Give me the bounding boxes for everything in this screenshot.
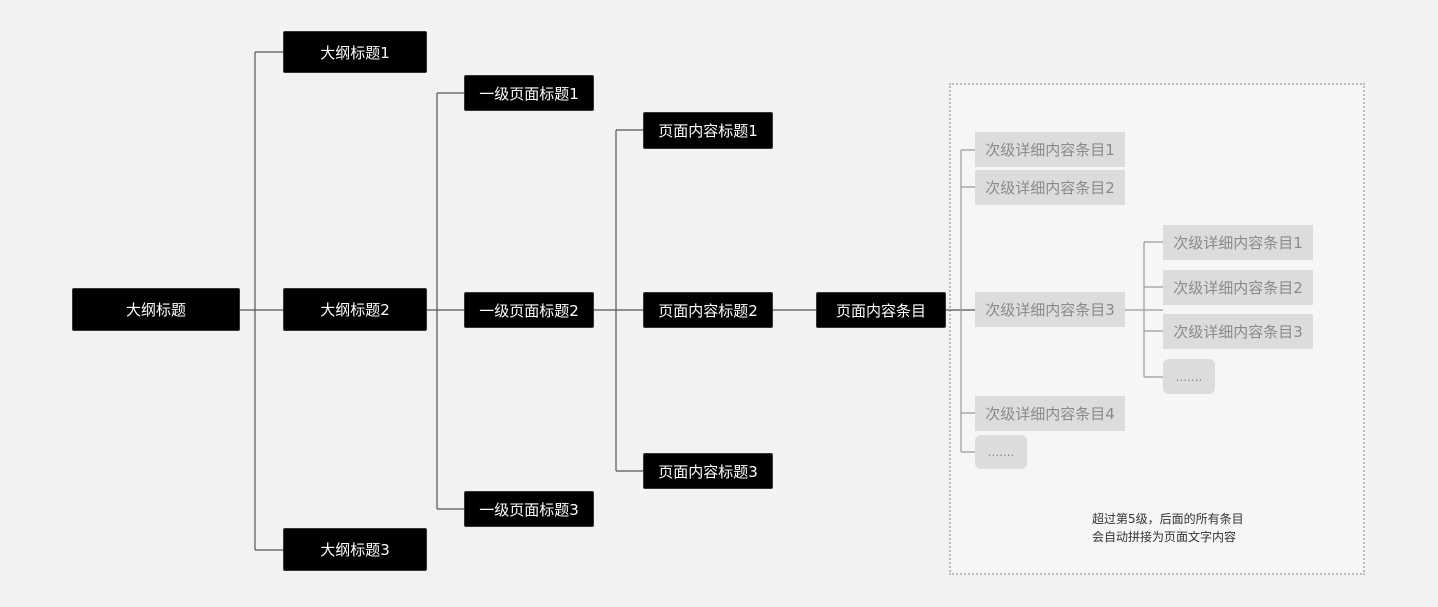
overflow-note: 超过第5级，后面的所有条目 会自动拼接为页面文字内容 (1092, 510, 1244, 546)
level5-node[interactable]: 次级详细内容条目2 (975, 170, 1125, 205)
level3-node[interactable]: 页面内容标题2 (643, 292, 773, 328)
level6-node[interactable]: 次级详细内容条目1 (1163, 225, 1313, 260)
level4-node[interactable]: 页面内容条目 (816, 292, 946, 328)
level3-node[interactable]: 页面内容标题3 (643, 453, 773, 489)
level5-node[interactable]: 次级详细内容条目3 (975, 292, 1125, 327)
level2-node[interactable]: 一级页面标题2 (464, 292, 594, 328)
note-line: 超过第5级，后面的所有条目 (1092, 512, 1244, 526)
level2-node[interactable]: 一级页面标题1 (464, 75, 594, 111)
note-line: 会自动拼接为页面文字内容 (1092, 530, 1237, 544)
level5-node[interactable]: 次级详细内容条目1 (975, 132, 1125, 167)
level1-node[interactable]: 大纲标题2 (283, 288, 427, 331)
level6-node[interactable]: 次级详细内容条目3 (1163, 314, 1313, 349)
level3-node[interactable]: 页面内容标题1 (643, 112, 773, 149)
level1-node[interactable]: 大纲标题1 (283, 31, 427, 73)
level2-node[interactable]: 一级页面标题3 (464, 491, 594, 527)
level1-node[interactable]: 大纲标题3 (283, 528, 427, 571)
level5-more-node[interactable]: ....... (975, 435, 1027, 469)
root-node[interactable]: 大纲标题 (72, 288, 240, 331)
level5-node[interactable]: 次级详细内容条目4 (975, 396, 1125, 431)
level6-node[interactable]: 次级详细内容条目2 (1163, 270, 1313, 305)
level6-more-node[interactable]: ....... (1163, 359, 1215, 394)
